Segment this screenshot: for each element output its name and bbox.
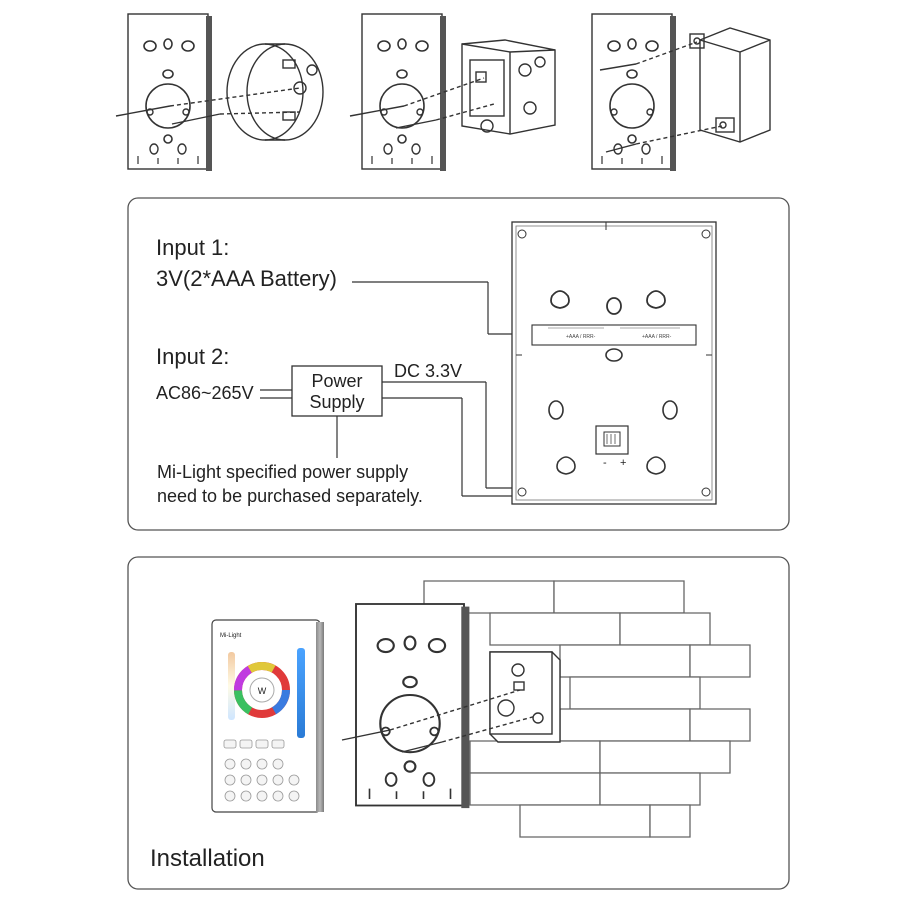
power-supply-note-line1: Mi-Light specified power supply xyxy=(157,462,408,482)
wall-junction-box xyxy=(489,651,561,743)
power-supply-label-line1: Power xyxy=(311,371,362,391)
battery-compartment: +AAA / RRR- +AAA / RRR- xyxy=(531,324,697,346)
ac-input-range: AC86~265V xyxy=(156,383,254,403)
round-junction-box xyxy=(226,43,324,141)
power-terminal: - + xyxy=(595,425,629,469)
battery-slot-label-2: +AAA / RRR- xyxy=(642,334,672,340)
panel-brand: Mi-Light xyxy=(220,633,242,639)
input1-description: 3V(2*AAA Battery) xyxy=(156,266,337,291)
power-supply-label-line2: Supply xyxy=(309,392,364,412)
square-junction-box xyxy=(461,39,556,135)
terminal-plus-label: + xyxy=(620,457,626,469)
dc-output-label: DC 3.3V xyxy=(394,361,462,381)
wall-plate xyxy=(354,602,471,810)
mount-option-rectangular-box xyxy=(591,13,771,172)
installation-screws xyxy=(341,689,537,753)
terminal-minus-label: - xyxy=(603,457,607,469)
touch-panel: Mi-Light W xyxy=(211,619,324,813)
brick-wall xyxy=(423,580,751,838)
center-key-label: W xyxy=(258,686,267,696)
mount-option-square-box xyxy=(349,13,556,172)
back-plate: +AAA / RRR- +AAA / RRR- - + xyxy=(511,221,717,505)
brightness-slider xyxy=(228,652,235,720)
power-supply-note-line2: need to be purchased separately. xyxy=(157,486,423,506)
input2-title: Input 2: xyxy=(156,344,229,369)
input1-title: Input 1: xyxy=(156,235,229,260)
mount-option-round-box xyxy=(115,13,324,172)
installation-title: Installation xyxy=(150,845,265,872)
power-supply-box xyxy=(291,365,383,417)
mounting-screws xyxy=(115,87,301,125)
installation-panel: Mi-Light W xyxy=(127,556,790,890)
zone-bar xyxy=(297,648,305,738)
battery-slot-label-1: +AAA / RRR- xyxy=(566,334,596,340)
wiring-panel: Input 1: 3V(2*AAA Battery) Input 2: AC86… xyxy=(127,197,790,531)
panel-keys xyxy=(223,739,300,802)
rectangular-junction-box xyxy=(689,27,771,143)
